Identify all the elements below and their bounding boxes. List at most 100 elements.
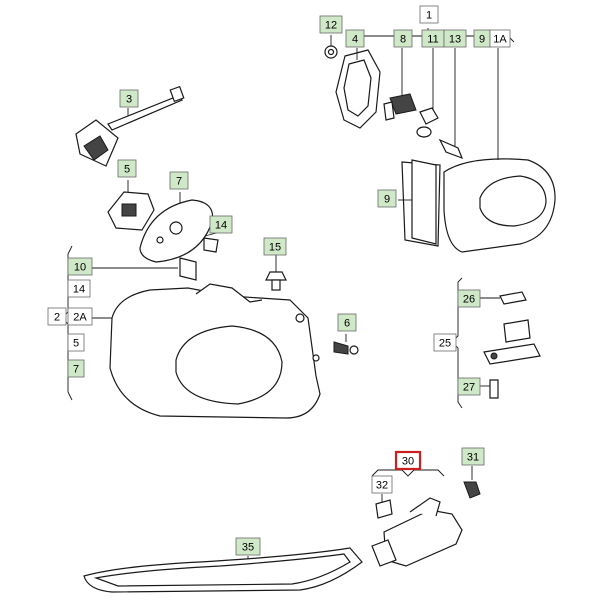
callout-box[interactable] [371, 475, 393, 494]
callout-2A[interactable]: 2A [67, 307, 93, 326]
part-8-socket [389, 93, 417, 115]
callout-14[interactable]: 14 [209, 215, 233, 234]
callout-box[interactable] [67, 333, 85, 352]
callout-box[interactable] [67, 279, 91, 298]
reflector-group [83, 547, 363, 593]
callout-25[interactable]: 25 [433, 333, 457, 352]
part-32-bulb [375, 499, 393, 519]
callout-box[interactable] [319, 15, 343, 34]
callout-box[interactable] [209, 215, 233, 234]
part-13-bulb [438, 138, 464, 160]
gasket-5-group [107, 180, 155, 231]
lamp-lens [175, 325, 283, 405]
callout-box[interactable] [67, 257, 93, 276]
callout-label: 5 [124, 164, 130, 176]
callout-box[interactable] [67, 307, 93, 326]
part-14-bulb [203, 237, 219, 253]
callout-label: 32 [376, 480, 388, 492]
callout-box[interactable] [393, 29, 413, 48]
callout-15[interactable]: 15 [263, 237, 287, 256]
callout-box[interactable] [169, 171, 189, 190]
part-3-harness [107, 95, 184, 131]
callout-box[interactable] [457, 377, 481, 396]
callout-label: 10 [74, 262, 86, 274]
callout-label: 6 [344, 318, 350, 330]
callout-label: 3 [126, 94, 132, 106]
callout-9[interactable]: 9 [473, 29, 491, 48]
callout-box[interactable] [235, 537, 261, 556]
part-31-screw [463, 481, 481, 499]
callout-label: 11 [427, 34, 438, 46]
callout-label: 1A [493, 34, 507, 46]
callout-label: 7 [73, 364, 79, 376]
callout-label: 9 [384, 194, 390, 206]
callout-label: 2 [54, 312, 60, 324]
callout-32[interactable]: 32 [371, 475, 393, 494]
callout-label: 31 [467, 452, 479, 464]
callout-box[interactable] [419, 5, 439, 24]
callout-box[interactable] [457, 289, 481, 308]
part-27-screw [489, 379, 499, 399]
callout-label: 30 [402, 456, 414, 468]
callout-label: 5 [73, 338, 79, 350]
callout-box[interactable] [263, 237, 287, 256]
callout-11[interactable]: 11 [421, 29, 445, 48]
callout-1[interactable]: 1 [419, 5, 439, 24]
callout-27[interactable]: 27 [457, 377, 481, 396]
callout-label: 27 [463, 382, 475, 394]
part-25-lamp [503, 319, 531, 343]
callout-7[interactable]: 7 [67, 359, 85, 378]
callout-30[interactable]: 30 [394, 450, 422, 471]
callout-box[interactable] [345, 29, 365, 48]
main-lamp-group [61, 245, 359, 419]
part-26-bulb [499, 291, 527, 305]
part-10-bulb [179, 257, 197, 281]
callout-box[interactable] [461, 447, 485, 466]
callout-box[interactable] [489, 29, 511, 48]
callout-8[interactable]: 8 [393, 29, 413, 48]
group-30 [371, 466, 481, 567]
callout-5[interactable]: 5 [117, 159, 137, 178]
callout-label: 4 [352, 34, 358, 46]
callout-box[interactable] [119, 89, 139, 108]
callout-2[interactable]: 2 [47, 307, 67, 326]
callout-label: 26 [463, 294, 475, 306]
callout-9[interactable]: 9 [377, 189, 397, 208]
side-marker-group [451, 277, 541, 409]
callout-label: 14 [215, 220, 227, 232]
callout-1A[interactable]: 1A [489, 29, 511, 48]
callout-13[interactable]: 13 [443, 29, 467, 48]
callout-26[interactable]: 26 [457, 289, 481, 308]
callout-label: 9 [479, 34, 485, 46]
callout-6[interactable]: 6 [337, 313, 357, 332]
mirror-group [324, 28, 556, 253]
callout-box[interactable] [337, 313, 357, 332]
callout-7[interactable]: 7 [169, 171, 189, 190]
callout-14[interactable]: 14 [67, 279, 91, 298]
callout-35[interactable]: 35 [235, 537, 261, 556]
callout-label: 35 [242, 542, 254, 554]
callout-label: 14 [73, 284, 85, 296]
part-15-clip [265, 271, 287, 281]
callout-10[interactable]: 10 [67, 257, 93, 276]
part-6-screw [333, 341, 349, 355]
callout-box[interactable] [47, 307, 67, 326]
callout-3[interactable]: 3 [119, 89, 139, 108]
callout-box[interactable] [394, 450, 422, 471]
callout-box[interactable] [443, 29, 467, 48]
callout-box[interactable] [117, 159, 137, 178]
callout-label: 2A [73, 312, 87, 324]
callout-label: 7 [176, 176, 182, 188]
callout-box[interactable] [67, 359, 85, 378]
callout-31[interactable]: 31 [461, 447, 485, 466]
callout-box[interactable] [433, 333, 457, 352]
callout-5[interactable]: 5 [67, 333, 85, 352]
callout-label: 25 [439, 338, 451, 350]
callout-12[interactable]: 12 [319, 15, 343, 34]
callout-4[interactable]: 4 [345, 29, 365, 48]
callout-box[interactable] [377, 189, 397, 208]
callout-label: 13 [449, 34, 461, 46]
